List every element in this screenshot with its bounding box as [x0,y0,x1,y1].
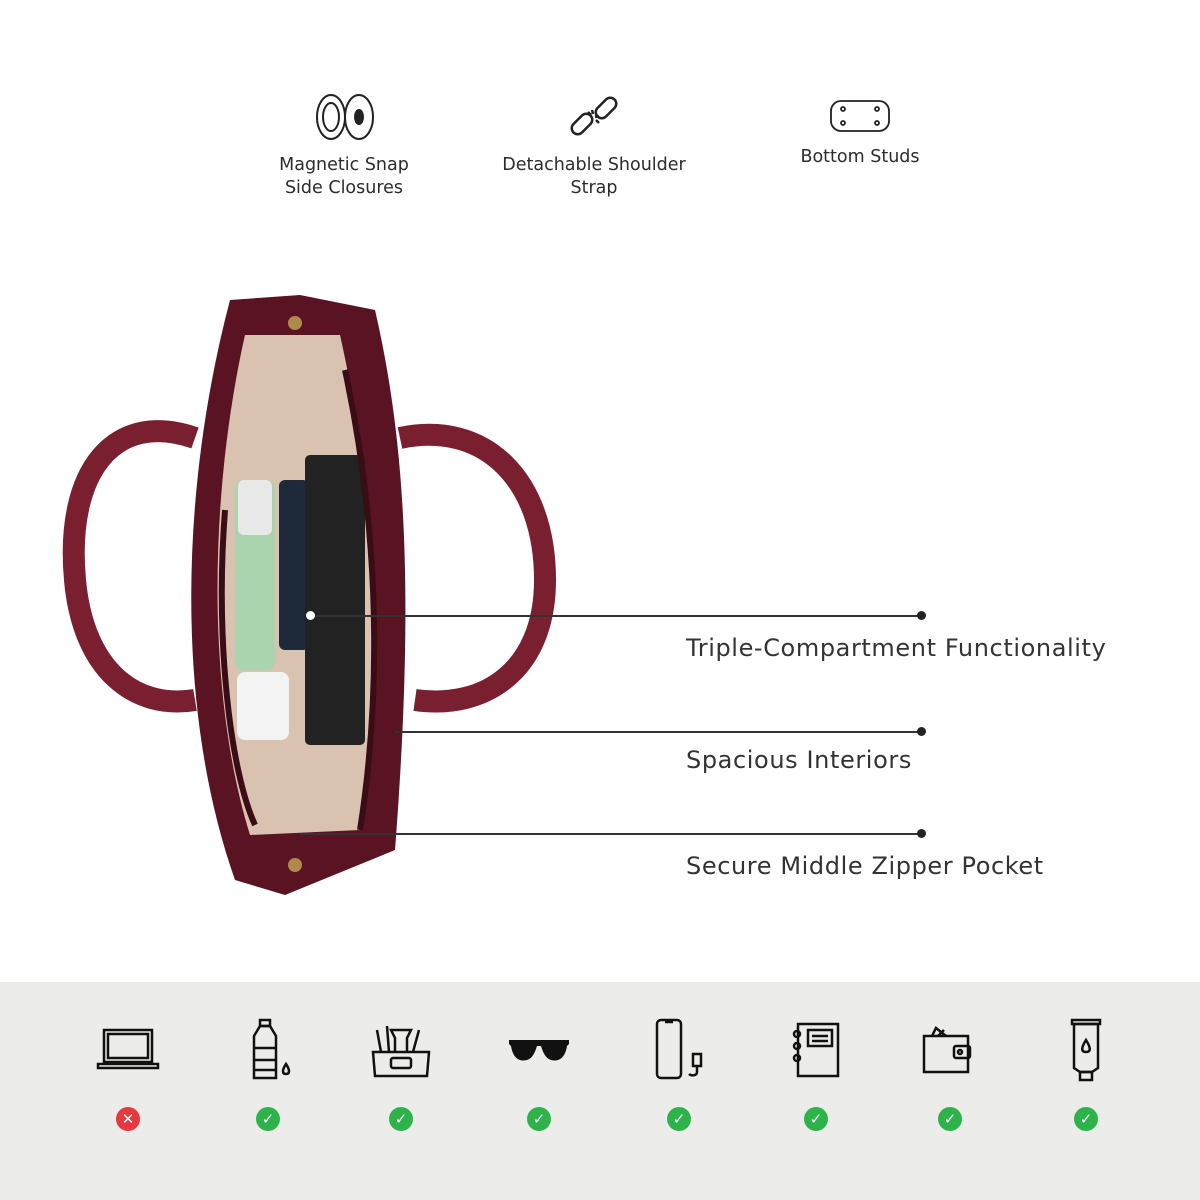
callout-zipper-pocket: Secure Middle Zipper Pocket [686,852,1044,880]
makeup-pouch-icon [371,1025,431,1078]
fit-item-notebook: ✓ [771,1018,861,1131]
bag-image [62,295,557,895]
fit-item-sunglasses: ✓ [494,1018,584,1131]
fit-item-makeup: ✓ [356,1018,446,1131]
bottom-studs-icon [830,100,890,132]
callout-dot [306,611,315,620]
fit-item-phone: ✓ [634,1018,724,1131]
callout-dot [917,829,926,838]
fits-check-icon: ✓ [938,1107,962,1131]
water-bottle-icon [252,1018,291,1080]
fit-item-laptop: ✕ [83,1018,173,1131]
fits-check-icon: ✓ [667,1107,691,1131]
callout-dot [917,611,926,620]
laptop-icon [96,1028,160,1070]
callout-triple-compartment: Triple-Compartment Functionality [686,634,1107,662]
feature-shoulder-strap: Detachable Shoulder Strap [464,92,724,200]
feature-magnetic-snap: Magnetic Snap Side Closures [214,92,474,200]
callout-line [395,731,922,733]
callout-line [300,833,922,835]
callout-spacious-interiors: Spacious Interiors [686,746,912,774]
what-fits-band [0,982,1200,1200]
handle-right [397,423,557,713]
handle-left [62,420,199,713]
zipper-line [218,369,378,831]
fit-item-lotion: ✓ [1041,1018,1131,1131]
notebook [305,455,365,745]
fit-item-wallet: ✓ [905,1018,995,1131]
feature-label: Bottom Studs [800,147,920,167]
wallet-icon [922,1026,972,1074]
lotion-tube-icon [1070,1018,1102,1082]
callout-line [312,615,922,617]
fits-check-icon: ✓ [256,1107,280,1131]
feature-label: Magnetic Snap [279,155,409,175]
not-fit-icon: ✕ [116,1107,140,1131]
fits-check-icon: ✓ [804,1107,828,1131]
charger [237,672,289,740]
feature-bottom-studs: Bottom Studs [730,98,990,169]
chain-link-icon [570,96,618,136]
fits-check-icon: ✓ [527,1107,551,1131]
fits-check-icon: ✓ [1074,1107,1098,1131]
fits-check-icon: ✓ [389,1107,413,1131]
magnetic-snap-icon [316,94,374,140]
feature-label: Detachable Shoulder [502,155,686,175]
callout-dot [917,727,926,736]
phone [279,480,309,650]
notebook-icon [792,1022,840,1078]
feature-label: Side Closures [284,178,404,198]
fit-item-water-bottle: ✓ [223,1018,313,1131]
sunglasses-icon [509,1040,569,1061]
feature-label: Strap [570,178,618,198]
phone-charger-icon [655,1018,703,1080]
bottle-cap [238,480,272,535]
